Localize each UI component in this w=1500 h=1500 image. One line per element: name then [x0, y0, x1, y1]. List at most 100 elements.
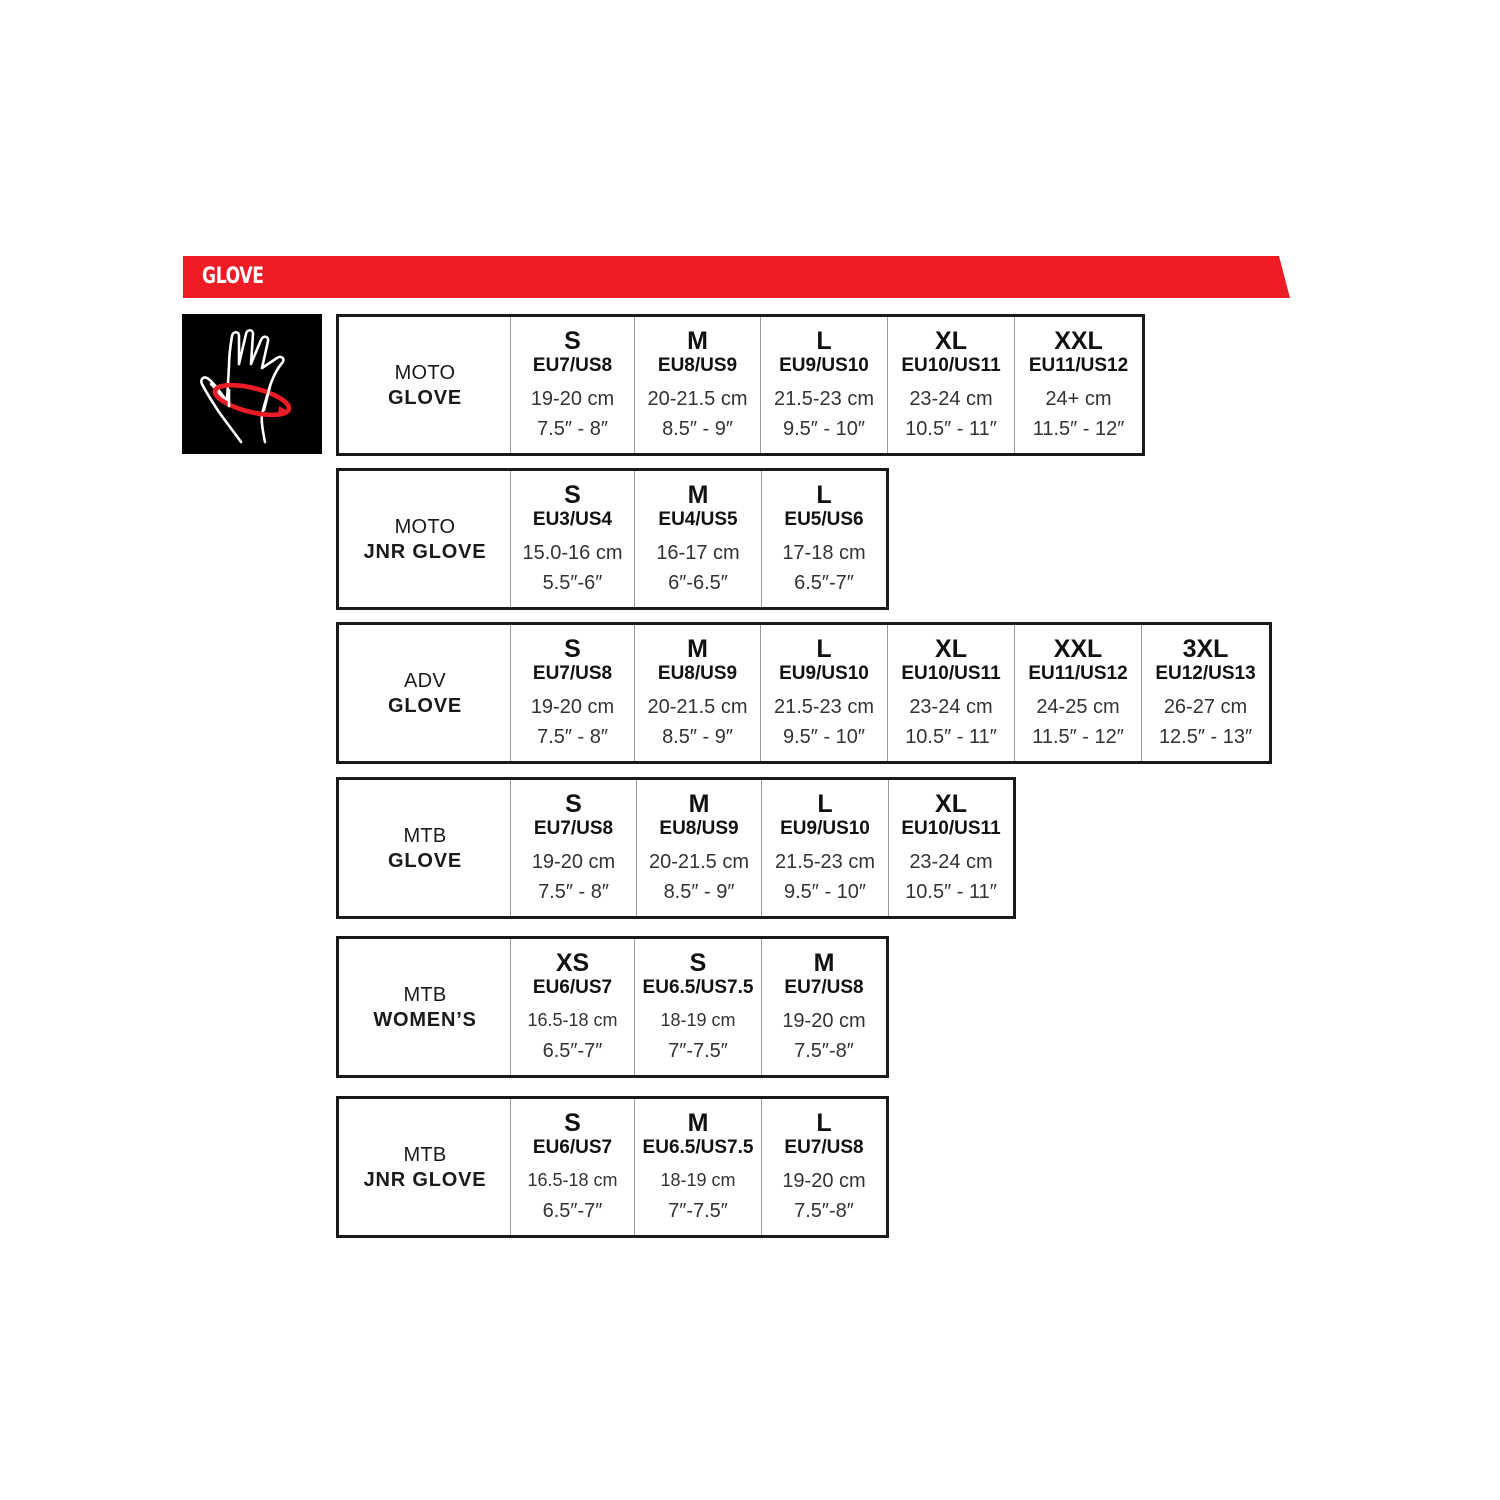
size-cm: 21.5-23 cm	[773, 388, 875, 410]
size-eu-us: EU5/US6	[784, 509, 864, 530]
size-cm: 18-19 cm	[660, 1170, 736, 1190]
size-eu-us: EU11/US12	[1028, 355, 1129, 376]
size-inches: 8.5″ - 9″	[662, 726, 733, 748]
size-inches: 8.5″ - 9″	[662, 418, 733, 440]
size-cm: 18-19 cm	[660, 1010, 736, 1030]
size-cm: 16.5-18 cm	[527, 1010, 618, 1030]
glove-header-band: GLOVE	[183, 256, 1290, 298]
size-eu-us: EU3/US4	[532, 509, 613, 530]
size-letter: XXL	[1054, 327, 1103, 355]
size-eu-us: EU9/US10	[779, 663, 869, 684]
size-cm: 17-18 cm	[782, 542, 866, 564]
size-letter: S	[564, 481, 581, 509]
size-inches: 11.5″ - 12″	[1032, 726, 1124, 748]
size-eu-us: EU6/US7	[532, 977, 613, 998]
size-inches: 7.5″ - 8″	[537, 418, 608, 440]
size-inches: 12.5″ - 13″	[1158, 726, 1253, 748]
size-eu-us: EU8/US9	[657, 663, 738, 684]
size-inches: 5.5″-6″	[542, 572, 603, 594]
size-letter: S	[564, 635, 581, 663]
size-cm: 23-24 cm	[909, 851, 993, 873]
size-inches: 7″-7.5″	[668, 1200, 728, 1222]
size-letter: XXL	[1053, 635, 1103, 663]
size-cm: 20-21.5 cm	[647, 388, 748, 410]
product-label-line1: MOTO	[394, 516, 456, 538]
size-letter: XL	[935, 790, 967, 818]
size-letter: M	[687, 327, 708, 355]
product-label-line2: GLOVE	[387, 695, 462, 717]
product-label-line1: ADV	[403, 670, 447, 692]
size-cm: 26-27 cm	[1163, 696, 1248, 718]
size-letter: L	[817, 790, 833, 818]
size-eu-us: EU9/US10	[779, 355, 869, 376]
product-label-line2: JNR GLOVE	[363, 541, 487, 563]
size-inches: 6.5″-7″	[542, 1040, 603, 1062]
size-letter: XS	[555, 949, 590, 977]
size-letter: L	[816, 327, 832, 355]
header-title: GLOVE	[202, 264, 264, 289]
size-cm: 21.5-23 cm	[774, 851, 876, 873]
product-label: MOTO JNR GLOVE	[339, 471, 511, 607]
size-eu-us: EU7/US8	[533, 818, 614, 839]
size-cm: 19-20 cm	[782, 1010, 866, 1032]
size-inches: 10.5″ - 11″	[905, 726, 997, 748]
size-eu-us: EU8/US9	[659, 818, 739, 839]
size-inches: 7.5″-8″	[794, 1200, 854, 1222]
size-inches: 10.5″ - 11″	[905, 418, 997, 440]
size-letter: M	[688, 790, 710, 818]
size-letter: XL	[935, 635, 967, 663]
size-eu-us: EU6.5/US7.5	[642, 977, 754, 998]
size-eu-us: EU7/US8	[532, 663, 613, 684]
size-inches: 6.5″-7″	[794, 572, 854, 594]
size-cm: 15.0-16 cm	[522, 542, 623, 564]
size-eu-us: EU9/US10	[780, 818, 870, 839]
size-letter: M	[687, 481, 709, 509]
size-eu-us: EU11/US12	[1028, 663, 1128, 684]
product-label-line2: WOMEN’S	[373, 1009, 477, 1031]
size-inches: 7.5″-8″	[794, 1040, 854, 1062]
size-inches: 9.5″ - 10″	[783, 418, 865, 440]
size-cm: 20-21.5 cm	[648, 851, 750, 873]
size-eu-us: EU6.5/US7.5	[642, 1137, 754, 1158]
size-inches: 10.5″ - 11″	[905, 881, 997, 903]
size-inches: 7.5″ - 8″	[538, 881, 609, 903]
product-label: MTB WOMEN’S	[339, 939, 511, 1075]
size-inches: 6″-6.5″	[668, 572, 728, 594]
size-cm: 16.5-18 cm	[527, 1170, 618, 1190]
size-letter: M	[687, 635, 708, 663]
size-cm: 19-20 cm	[531, 851, 616, 873]
size-eu-us: EU6/US7	[532, 1137, 613, 1158]
size-letter: L	[816, 635, 832, 663]
size-inches: 9.5″ - 10″	[783, 726, 865, 748]
size-eu-us: EU4/US5	[658, 509, 738, 530]
product-label-line1: MTB	[403, 984, 447, 1006]
size-letter: S	[689, 949, 707, 977]
size-eu-us: EU7/US8	[784, 977, 864, 998]
size-letter: L	[816, 1109, 832, 1137]
size-inches: 11.5″ - 12″	[1032, 418, 1125, 440]
size-eu-us: EU7/US8	[532, 355, 613, 376]
size-inches: 7.5″ - 8″	[537, 726, 608, 748]
size-cm: 16-17 cm	[656, 542, 740, 564]
